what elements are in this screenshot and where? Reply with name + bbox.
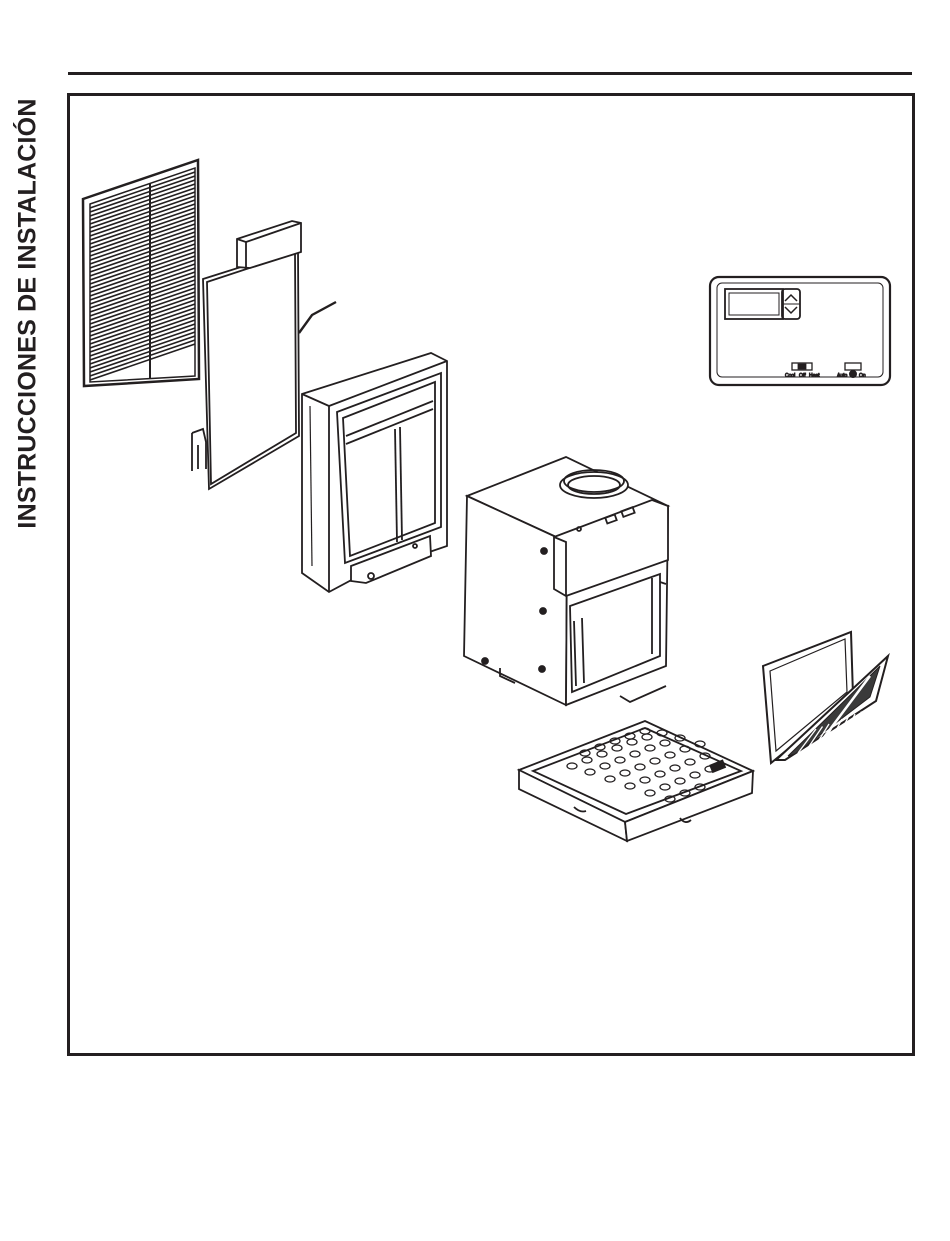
chassis-unit-icon — [464, 457, 668, 705]
fan-label-on: On — [859, 373, 866, 379]
exploded-view-drawing: Cool Off Heat Auto On — [70, 96, 912, 1053]
header-rule — [68, 72, 912, 75]
wall-thermostat-icon: Cool Off Heat Auto On — [710, 277, 890, 385]
mode-label-cool: Cool — [785, 373, 795, 379]
mode-label-heat: Heat — [809, 373, 820, 379]
fan-label-auto: Auto — [837, 373, 848, 379]
drain-pan-icon — [519, 721, 753, 841]
air-filter-icon — [763, 632, 888, 763]
side-title: INSTRUCCIONES DE INSTALACIÓN — [8, 40, 48, 586]
wall-sleeve-icon — [302, 353, 447, 592]
front-grille-icon — [83, 160, 199, 386]
side-title-text: INSTRUCCIONES DE INSTALACIÓN — [14, 98, 43, 528]
mode-label-off: Off — [799, 373, 806, 379]
exploded-view-figure: Cool Off Heat Auto On — [67, 93, 915, 1056]
